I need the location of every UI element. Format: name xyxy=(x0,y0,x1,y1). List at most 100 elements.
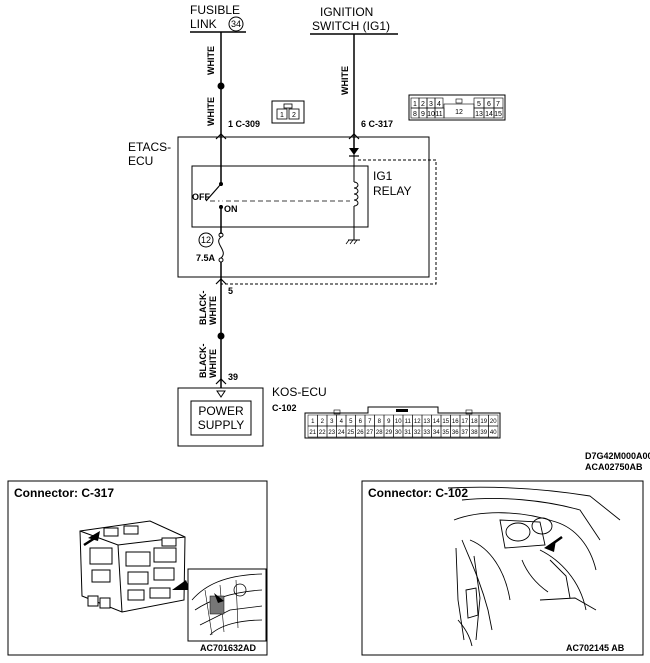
c317-pin-5: 5 xyxy=(477,101,481,108)
c102-pin-label: 16 xyxy=(452,419,459,425)
etacs-label-1: ETACS- xyxy=(128,140,171,154)
c102-pin-label: 4 xyxy=(340,419,344,425)
wire-color-bw-1b: WHITE xyxy=(208,296,218,325)
fusible-link-number: 34 xyxy=(231,19,241,29)
terminal-mark-pin39 xyxy=(215,378,227,385)
c317-pin-13: 13 xyxy=(475,111,483,118)
photo-panel-c317: Connector: C-317 xyxy=(7,480,268,656)
fuse-number-circle xyxy=(198,232,214,248)
c317-pin-9: 9 xyxy=(421,111,425,118)
c317-pin-3: 3 xyxy=(429,101,433,108)
c102-pin-label: 6 xyxy=(359,419,363,425)
c317-pin-1: 1 xyxy=(413,101,417,108)
ignition-label-2: SWITCH (IG1) xyxy=(312,19,390,33)
power-supply-box xyxy=(190,400,252,436)
kos-ecu-box xyxy=(177,387,264,447)
connector-c309-face: 1 2 xyxy=(271,100,305,124)
c102-pin-label: 5 xyxy=(349,419,353,425)
wire-color-white-1: WHITE xyxy=(206,46,216,75)
wire-color-white-3: WHITE xyxy=(340,66,350,95)
c102-pin-label: 9 xyxy=(387,419,391,425)
c317-pin-14: 14 xyxy=(485,111,493,118)
diode-symbol xyxy=(349,148,359,155)
splice-dot-bottom xyxy=(217,332,225,340)
power-supply-label-1: POWER xyxy=(198,404,244,418)
c317-pin-7: 7 xyxy=(496,101,500,108)
dashboard-illustration xyxy=(447,486,621,647)
wire-color-bw-1a: BLACK- xyxy=(198,291,208,326)
relay-label-1: IG1 xyxy=(373,169,393,183)
c317-pin-2: 2 xyxy=(421,101,425,108)
c102-pin-label: 23 xyxy=(328,430,335,436)
c309-pin-2: 2 xyxy=(292,112,296,119)
c102-pin-label: 25 xyxy=(347,430,354,436)
c102-pin-label: 31 xyxy=(404,430,411,436)
c102-pin-label: 1 xyxy=(311,419,315,425)
c102-pin-label: 34 xyxy=(433,430,440,436)
etacs-module-illustration xyxy=(79,520,186,613)
c309-pin-1: 1 xyxy=(280,112,284,119)
c102-pin-label: 37 xyxy=(461,430,468,436)
switch-on-contact xyxy=(219,205,223,209)
photo-panel-c317-title: Connector: C-317 xyxy=(14,486,114,500)
terminal-mark-pin5 xyxy=(215,278,227,285)
c317-pin-4: 4 xyxy=(437,101,441,108)
c102-pin-label: 18 xyxy=(471,419,478,425)
c102-pin-label: 2 xyxy=(321,419,325,425)
c102-pin-label: 29 xyxy=(385,430,392,436)
c102-pin-label: 32 xyxy=(414,430,421,436)
fuse-element xyxy=(218,236,224,259)
relay-coil xyxy=(353,181,359,207)
c102-pin-label: 26 xyxy=(357,430,364,436)
kos-input-mark xyxy=(216,390,226,398)
photo-panel-c102-title: Connector: C-102 xyxy=(368,486,468,500)
fuse-rating: 7.5A xyxy=(196,253,216,263)
switch-off-label: OFF xyxy=(192,192,210,202)
c102-pin-label: 19 xyxy=(480,419,487,425)
kos-ecu-label: KOS-ECU xyxy=(272,385,327,399)
c102-pin-label: 39 xyxy=(480,430,487,436)
c317-pointer-arrow xyxy=(88,531,100,541)
c102-pin-label: 3 xyxy=(330,419,334,425)
c102-pin-label: 24 xyxy=(338,430,345,436)
c102-pin-label: 17 xyxy=(461,419,468,425)
etacs-ecu-box xyxy=(177,136,430,278)
c102-pin-label: 11 xyxy=(405,419,412,425)
wire-color-white-2: WHITE xyxy=(206,97,216,126)
connector-c317-face: 1 2 3 4 5 6 7 8 9 10 11 12 13 14 15 xyxy=(408,94,506,121)
pin39-label: 39 xyxy=(228,372,238,382)
c317-pointer-shaft xyxy=(83,534,99,547)
wire-color-bw-2b: WHITE xyxy=(208,349,218,378)
fusible-link-number-circle xyxy=(228,16,244,32)
inset-callout-triangle xyxy=(172,580,190,590)
c102-pin-label: 27 xyxy=(366,430,373,436)
diagram-code-1: D7G42M000A00 xyxy=(585,451,650,461)
dashed-return-path xyxy=(221,159,437,285)
photo-panel-c317-code: AC701632AD xyxy=(200,643,257,653)
ignition-label-1: IGNITION xyxy=(320,5,373,19)
connector-c309-label: 1 C-309 xyxy=(228,119,260,129)
c102-pin-label: 21 xyxy=(309,430,316,436)
ig1-relay-box xyxy=(191,165,369,228)
c102-pin-label: 28 xyxy=(376,430,383,436)
connector-c317-label: 6 C-317 xyxy=(361,119,393,129)
c102-pin-label: 36 xyxy=(452,430,459,436)
c102-pin-label: 40 xyxy=(490,430,497,436)
c102-pin-label: 35 xyxy=(442,430,449,436)
c317-pin-6: 6 xyxy=(487,101,491,108)
c102-pin-label: 33 xyxy=(423,430,430,436)
pin5-label: 5 xyxy=(228,286,233,296)
splice-dot-top xyxy=(217,82,225,90)
c102-pin-label: 20 xyxy=(490,419,497,425)
fusible-link-label-2: LINK xyxy=(190,17,217,31)
photo-panel-c102: Connector: C-102 AC702145 AB xyxy=(361,480,644,656)
c317-pin-15: 15 xyxy=(494,111,502,118)
fusible-link-label-1: FUSIBLE xyxy=(190,3,240,17)
c102-pin-label: 7 xyxy=(368,419,372,425)
c317-pin-10: 10 xyxy=(427,111,435,118)
c102-pin-label: 30 xyxy=(395,430,402,436)
c102-pin-label: 22 xyxy=(319,430,326,436)
c102-label: C-102 xyxy=(272,403,297,413)
c102-pin-label: 8 xyxy=(378,419,382,425)
